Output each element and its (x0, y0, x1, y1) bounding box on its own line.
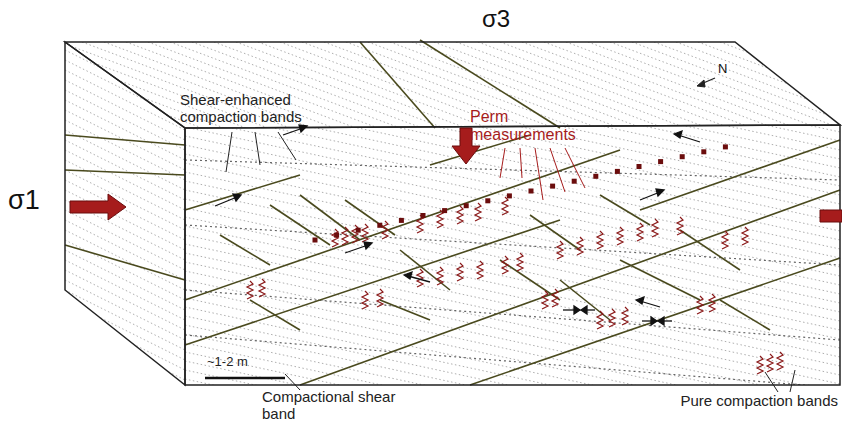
leader-lines-red (500, 148, 585, 200)
block-top (65, 42, 840, 128)
block-front (185, 125, 840, 385)
label: Compactional shear band (262, 389, 397, 422)
label: Pure compaction bands (680, 393, 838, 410)
shear-arrows (215, 125, 700, 325)
label: Perm measurements (470, 108, 590, 143)
label: Shear-enhanced compaction bands (180, 92, 320, 125)
perm-points (313, 144, 728, 242)
deformation-bands (65, 40, 840, 385)
block-left (65, 42, 185, 385)
scale-bar (205, 377, 285, 380)
label: σ1 (8, 186, 40, 216)
stress-arrows (70, 128, 842, 222)
pure-compaction-bands (247, 197, 783, 374)
north-arrow (697, 78, 715, 87)
leader-lines (226, 132, 296, 172)
label: N (718, 62, 727, 76)
label: σ3 (482, 6, 510, 32)
label: ~1-2 m (207, 355, 248, 369)
